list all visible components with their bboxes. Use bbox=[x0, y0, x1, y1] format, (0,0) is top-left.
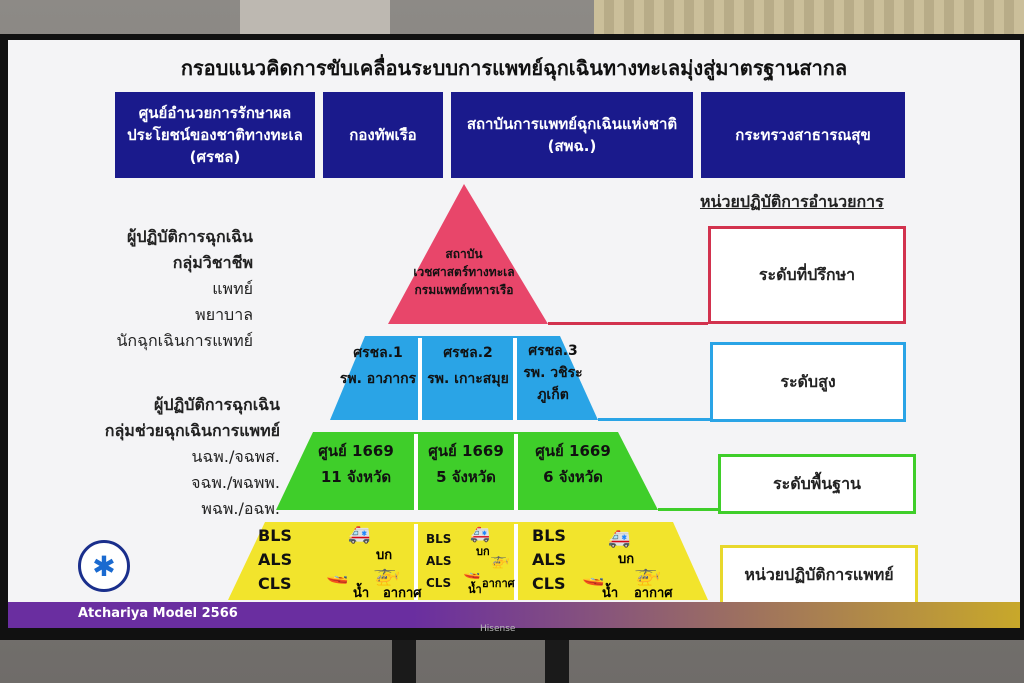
emergency-logo-icon: ✱ bbox=[78, 540, 130, 592]
land-label: บก bbox=[476, 545, 490, 558]
tv-brand: Hisense bbox=[480, 624, 516, 634]
pyramid-tier-3 bbox=[276, 432, 658, 510]
helicopter-icon: 🚁 bbox=[490, 550, 510, 569]
level-box-medical-units: หน่วยปฏิบัติการแพทย์ bbox=[720, 545, 918, 605]
level-box-basic: ระดับพื้นฐาน bbox=[718, 454, 916, 514]
org-box-3: สถาบันการแพทย์ฉุกเฉินแห่งชาติ (สพฉ.) bbox=[451, 92, 693, 178]
boat-icon: 🚤 bbox=[326, 564, 349, 585]
ambulance-icon: 🚑 bbox=[608, 528, 631, 549]
water-label: น้ำ bbox=[353, 586, 370, 601]
helicopter-icon: 🚁 bbox=[634, 562, 662, 587]
level-box-advisory: ระดับที่ปรึกษา bbox=[708, 226, 906, 324]
ambulance-icon: 🚑 bbox=[470, 524, 490, 543]
tv-stand bbox=[545, 640, 569, 683]
org-box-1: ศูนย์อำนวยการรักษาผล ประโยชน์ของชาติทางท… bbox=[115, 92, 315, 178]
top-tier-label: สถาบันเวชศาสตร์ทางทะเลกรมแพทย์ทหารเรือ bbox=[413, 247, 515, 297]
helicopter-icon: 🚁 bbox=[373, 562, 401, 587]
org-box-2: กองทัพเรือ bbox=[323, 92, 443, 178]
pyramid-tier-4 bbox=[228, 522, 708, 600]
pyramid-top bbox=[388, 184, 548, 324]
footer-text: Atchariya Model 2566 bbox=[78, 606, 238, 621]
water-label: น้ำ bbox=[468, 583, 482, 596]
land-label: บก bbox=[618, 552, 635, 567]
professional-group-text: ผู้ปฏิบัติการฉุกเฉิน กลุ่มวิชาชีพ แพทย์ … bbox=[116, 227, 253, 350]
connector-high bbox=[598, 418, 710, 421]
level-box-high: ระดับสูง bbox=[710, 342, 906, 422]
air-label: อากาศ bbox=[634, 586, 673, 601]
air-label: อากาศ bbox=[482, 577, 515, 590]
tv-stand bbox=[392, 640, 416, 683]
air-label: อากาศ bbox=[383, 586, 422, 601]
pyramid-tier-2 bbox=[330, 336, 598, 420]
boat-icon: 🚤 bbox=[463, 564, 481, 580]
boat-icon: 🚤 bbox=[582, 566, 605, 587]
presentation-slide: กรอบแนวคิดการขับเคลื่อนระบบการแพทย์ฉุกเฉ… bbox=[8, 40, 1020, 628]
slide-title: กรอบแนวคิดการขับเคลื่อนระบบการแพทย์ฉุกเฉ… bbox=[180, 56, 848, 80]
ambulance-icon: 🚑 bbox=[348, 524, 371, 545]
assistant-group-text: ผู้ปฏิบัติการฉุกเฉิน กลุ่มช่วยฉุกเฉินการ… bbox=[104, 395, 280, 518]
connector-advisory bbox=[548, 322, 708, 325]
connector-basic bbox=[658, 508, 718, 511]
org-box-4: กระทรวงสาธารณสุข bbox=[701, 92, 905, 178]
water-label: น้ำ bbox=[602, 586, 619, 601]
land-label: บก bbox=[376, 548, 393, 563]
footer-bar: Atchariya Model 2566 bbox=[8, 602, 1020, 628]
pyramid-shapes bbox=[228, 184, 708, 600]
command-units-heading: หน่วยปฏิบัติการอำนวยการ bbox=[700, 192, 884, 211]
